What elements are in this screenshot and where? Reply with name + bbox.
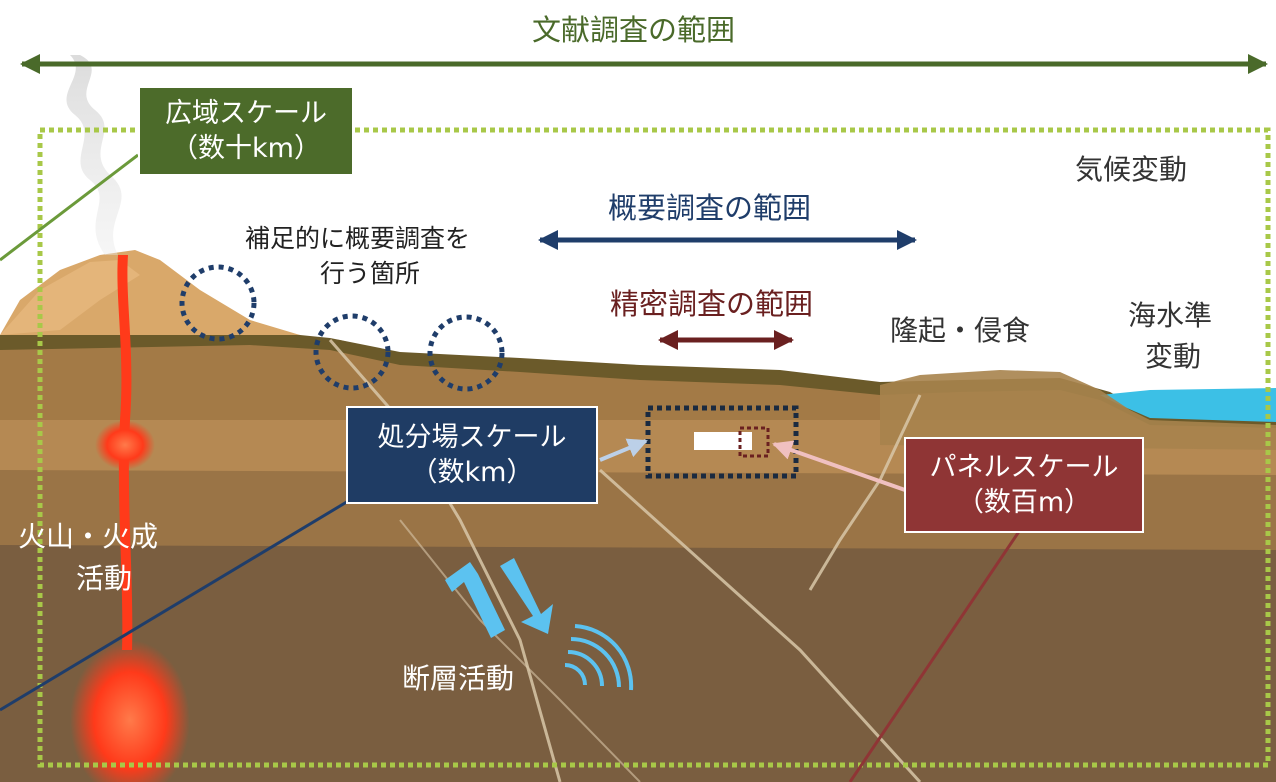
- supplementary-site-circle-1: [179, 264, 257, 342]
- seismic-wave-icon: [564, 624, 634, 691]
- fault-line-4: [399, 519, 641, 782]
- sea-level-label-line1: 海水準: [1128, 299, 1213, 332]
- literature-range-label: 文献調査の範囲: [532, 13, 736, 47]
- coast-land: [880, 370, 1276, 450]
- sea: [1100, 388, 1276, 422]
- fault-line-3: [808, 394, 922, 591]
- repository-scale-box: 処分場スケール （数km）: [346, 406, 598, 504]
- deep-rock-layer: [0, 540, 1276, 782]
- supplementary-site-circle-3: [427, 314, 505, 392]
- regional-scale-box: 広域スケール （数十km）: [138, 86, 354, 176]
- panel-scale-box: パネルスケール （数百m）: [904, 437, 1144, 533]
- repository-scale-size: （数km）: [410, 457, 534, 488]
- regional-callout-line: [0, 153, 139, 262]
- regional-scale-title: 広域スケール: [165, 97, 327, 129]
- uplift-erosion-label: 隆起・侵食: [890, 314, 1031, 347]
- panel-area-box: [738, 426, 770, 458]
- repository-tunnel: [694, 432, 752, 450]
- volcano-smoke: [66, 55, 122, 255]
- fault-arrows-icon: [445, 558, 553, 638]
- detailed-range-label: 精密調査の範囲: [610, 287, 814, 321]
- volcano-shadow: [0, 260, 140, 335]
- climate-change-label: 気候変動: [1075, 153, 1188, 186]
- volcanic-activity-label-line2: 活動: [76, 562, 133, 595]
- magma-glow-upper: [95, 420, 155, 470]
- topsoil-strip: [0, 330, 1276, 428]
- supplementary-site-circle-2: [313, 313, 391, 391]
- fault-activity-label: 断層活動: [402, 662, 515, 695]
- supplementary-sites-label-line1: 補足的に概要調査を: [245, 224, 471, 253]
- fault-line-1: [328, 339, 562, 782]
- repository-pointer-arrow: [599, 438, 648, 462]
- volcanic-activity-label-line1: 火山・火成: [18, 520, 159, 553]
- repository-scale-title: 処分場スケール: [377, 421, 567, 453]
- supplementary-sites-label-line2: 行う箇所: [320, 259, 421, 288]
- overview-range-label: 概要調査の範囲: [608, 191, 812, 225]
- magma-chamber: [70, 640, 190, 782]
- panel-scale-title: パネルスケール: [929, 451, 1119, 483]
- panel-scale-size: （数百m）: [956, 487, 1092, 518]
- regional-scale-size: （数十km）: [171, 133, 321, 164]
- panel-pointer-arrow: [772, 440, 906, 492]
- panel-callout-line: [848, 529, 1022, 782]
- repository-area-box: [645, 405, 799, 479]
- sea-level-label-line2: 変動: [1145, 340, 1202, 373]
- repository-callout-line: [0, 498, 351, 712]
- literature-frame: [37, 127, 1271, 768]
